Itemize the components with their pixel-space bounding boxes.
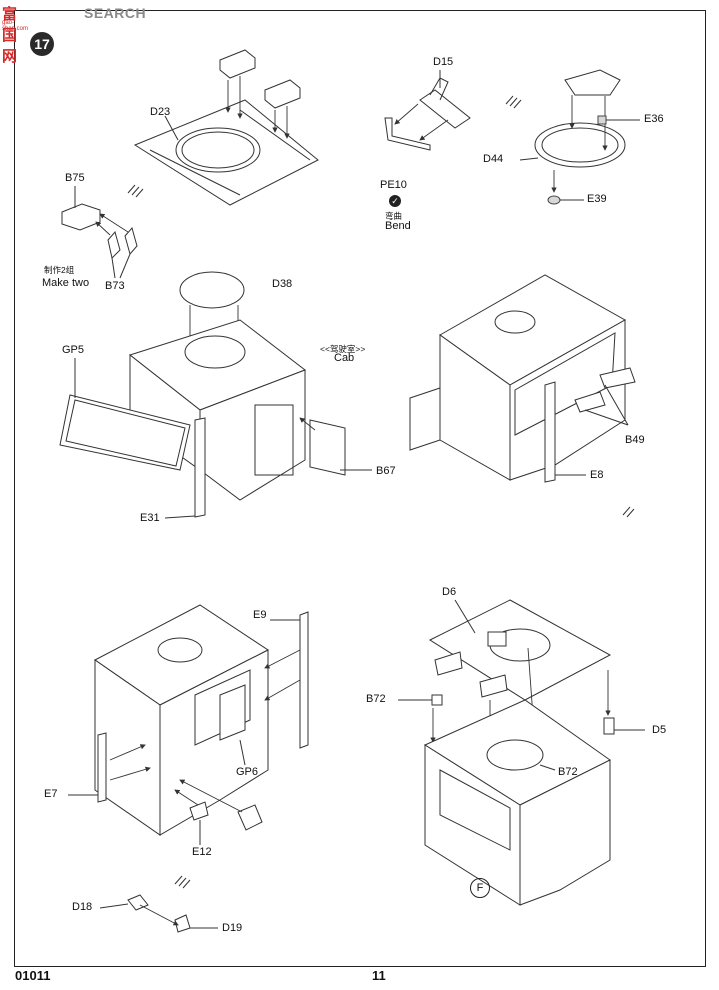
label-make-two-cn: 制作2组 — [44, 265, 75, 275]
d15-bracket-diagram — [384, 70, 471, 151]
label-pe10: PE10 — [380, 179, 407, 191]
watermark-logo: 富国网 — [2, 6, 19, 65]
label-d38: D38 — [272, 278, 293, 290]
d18-d19-diagram — [99, 894, 218, 933]
cab-left-diagram — [68, 604, 309, 845]
label-cab-cn: <<驾驶室>> — [320, 344, 366, 354]
d23-frame-diagram — [133, 49, 319, 206]
step-number-badge: 17 — [30, 32, 54, 56]
label-e9: E9 — [253, 609, 267, 621]
label-e36: E36 — [644, 113, 664, 125]
label-gp6: GP6 — [236, 766, 259, 778]
kit-number: 01011 — [15, 968, 51, 983]
label-d19: D19 — [222, 922, 243, 934]
label-b49: B49 — [625, 434, 645, 446]
b75-assembly-diagram — [61, 186, 138, 279]
cab-roof-assembly-diagram — [398, 599, 645, 906]
bend-icon: ✓ — [389, 195, 401, 207]
label-e12: E12 — [192, 846, 212, 858]
label-f-circle: F — [470, 878, 490, 898]
label-cab-en: Cab — [334, 352, 355, 364]
label-bend-cn: 弯曲 — [385, 211, 403, 221]
cab-rear-diagram — [409, 274, 636, 483]
page-number: 11 — [372, 968, 386, 983]
watermark-url: gao-shan.com — [2, 20, 29, 32]
label-d5: D5 — [652, 724, 667, 736]
label-e39: E39 — [587, 193, 607, 205]
label-e31: E31 — [140, 512, 160, 524]
cab-front-diagram — [59, 271, 372, 519]
label-e7: E7 — [44, 788, 58, 800]
label-d6: D6 — [442, 586, 457, 598]
watermark-search: SEARCH — [84, 5, 147, 21]
d44-ring-diagram — [519, 69, 640, 205]
label-b75: B75 — [65, 172, 85, 184]
label-d44: D44 — [483, 153, 504, 165]
label-d15: D15 — [433, 56, 454, 68]
label-gp5: GP5 — [62, 344, 85, 356]
motion-marks — [127, 95, 635, 889]
label-e8: E8 — [590, 469, 604, 481]
label-d23: D23 — [150, 106, 171, 118]
label-b72-right: B72 — [558, 766, 578, 778]
label-bend-en: Bend — [385, 220, 411, 232]
label-make-two-en: Make two — [42, 277, 90, 289]
label-b67: B67 — [376, 465, 396, 477]
label-d18: D18 — [72, 901, 93, 913]
label-b73: B73 — [105, 280, 125, 292]
label-b72-left: B72 — [366, 693, 386, 705]
page-frame — [14, 10, 706, 967]
